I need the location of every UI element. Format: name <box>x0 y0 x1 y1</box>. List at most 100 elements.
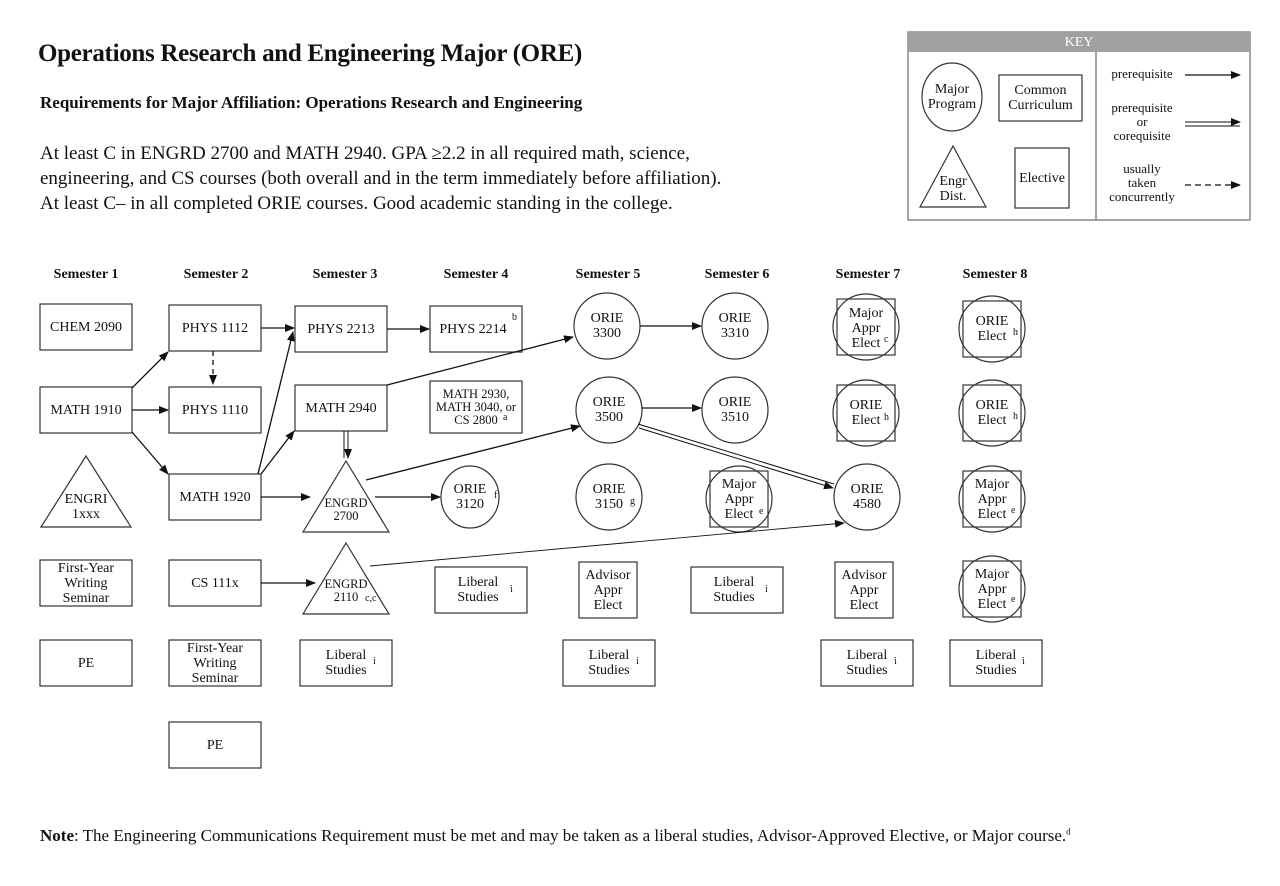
course-box-pe1 <box>39 639 133 687</box>
course-circle-orie7 <box>832 379 900 447</box>
course-engrd2700: ENGRD 2700 <box>324 496 368 523</box>
major8b-footnote: e <box>1011 594 1016 605</box>
course-box-fyws1 <box>39 559 133 607</box>
course-advisor5: Advisor Appr Elect <box>585 567 631 613</box>
course-liberal7: Liberal Studies <box>846 648 888 678</box>
semester-5-header: Semester 5 <box>575 267 641 282</box>
key-engr-dist-label: Engr Dist. <box>939 174 967 204</box>
key-corequisite-label: prerequisite or corequisite <box>1111 100 1173 143</box>
course-liberal3: Liberal Studies <box>325 648 367 678</box>
semester-8-header: Semester 8 <box>962 267 1028 282</box>
course-triangle-engrd2700 <box>301 459 391 533</box>
course-box-orie8b <box>962 384 1022 442</box>
key-major-program-label: Major Program <box>927 82 977 112</box>
course-engri1xxx: ENGRI 1xxx <box>64 492 108 522</box>
orie3120-footnote: f <box>494 490 498 501</box>
course-box-orie8a <box>962 300 1022 358</box>
course-circle-major7 <box>832 293 900 361</box>
course-major8a: Major Appr Elect <box>974 476 1010 522</box>
course-box-phys1110 <box>168 386 262 434</box>
course-circle-orie4580 <box>833 463 901 531</box>
course-math1910: MATH 1910 <box>50 402 122 418</box>
math2930-footnote: a <box>503 412 508 423</box>
orie8b-footnote: h <box>1013 411 1018 422</box>
semester-3-header: Semester 3 <box>312 267 378 282</box>
course-orie7: ORIE Elect <box>849 398 883 428</box>
course-circle-orie3150 <box>575 463 643 531</box>
key-engr-dist-triangle <box>918 144 988 208</box>
course-circle-major6 <box>705 465 773 533</box>
course-major6: Major Appr Elect <box>721 476 757 522</box>
course-box-liberal5 <box>562 639 656 687</box>
course-box-major7 <box>836 298 896 356</box>
course-triangle-engri1xxx <box>39 454 133 528</box>
course-box-liberal4 <box>434 566 528 614</box>
course-circle-orie3510 <box>701 376 769 444</box>
course-box-liberal3 <box>299 639 393 687</box>
course-box-orie7 <box>836 384 896 442</box>
course-pe1: PE <box>77 655 95 671</box>
affiliation-requirements: At least C in ENGRD 2700 and MATH 2940. … <box>40 141 800 216</box>
course-orie4580: ORIE 4580 <box>850 482 884 512</box>
key-title: KEY <box>1064 35 1094 50</box>
engrd2110-footnote: c,c <box>365 593 377 604</box>
key-elective-label: Elective <box>1019 170 1065 186</box>
course-orie3150: ORIE 3150 <box>592 482 626 512</box>
course-cs111x: CS 111x <box>191 575 239 591</box>
major6-footnote: e <box>759 506 764 517</box>
course-pe2: PE <box>206 737 224 753</box>
key-common-curriculum-label: Common Curriculum <box>1008 83 1073 113</box>
liberal8-footnote: i <box>1022 656 1025 667</box>
arrow-orie3500-orie4580-b <box>638 427 834 490</box>
major8a-footnote: e <box>1011 505 1016 516</box>
semester-7-header: Semester 7 <box>835 267 901 282</box>
course-box-chem2090 <box>39 303 133 351</box>
course-circle-orie8a <box>958 295 1026 363</box>
course-liberal5: Liberal Studies <box>588 648 630 678</box>
course-liberal8: Liberal Studies <box>975 648 1017 678</box>
course-box-liberal7 <box>820 639 914 687</box>
note-footnote: d <box>1066 826 1071 837</box>
semester-6-header: Semester 6 <box>704 267 770 282</box>
course-box-advisor7 <box>834 561 894 619</box>
key-prerequisite-label: prerequisite <box>1111 66 1173 81</box>
key-major-program-circle <box>921 62 983 132</box>
course-circle-orie3500 <box>575 376 643 444</box>
requirement-line-1: At least C in ENGRD 2700 and MATH 2940. … <box>40 143 690 164</box>
course-box-liberal8 <box>949 639 1043 687</box>
phys2214-footnote: b <box>512 312 517 323</box>
course-circle-orie8b <box>958 379 1026 447</box>
arrow-math2940-orie3300 <box>386 335 574 386</box>
arrow-engrd2110-orie4580 <box>369 519 845 567</box>
liberal3-footnote: i <box>373 656 376 667</box>
course-orie3510: ORIE 3510 <box>718 395 752 425</box>
course-circle-orie3120 <box>440 465 500 529</box>
arrow-orie3500-orie4580-a <box>637 423 835 485</box>
course-orie3300: ORIE 3300 <box>590 311 624 341</box>
course-box-advisor5 <box>578 561 638 619</box>
course-phys2213: PHYS 2213 <box>307 321 375 337</box>
orie3150-footnote: g <box>630 496 635 507</box>
course-box-major8b <box>962 560 1022 618</box>
course-orie3310: ORIE 3310 <box>718 311 752 341</box>
liberal4-footnote: i <box>510 584 513 595</box>
arrow-math1920-math2940 <box>260 430 295 475</box>
arrow-math1910-math1920 <box>131 431 169 475</box>
course-engrd2110: ENGRD 2110 <box>324 577 368 604</box>
course-box-math2930 <box>429 380 523 434</box>
orie7-footnote: h <box>884 412 889 423</box>
course-orie8a: ORIE Elect <box>975 314 1009 344</box>
course-advisor7: Advisor Appr Elect <box>841 567 887 613</box>
course-box-liberal6 <box>690 566 784 614</box>
course-major7: Major Appr Elect <box>848 305 884 351</box>
course-liberal6: Liberal Studies <box>713 575 755 605</box>
key-common-curriculum-box <box>998 74 1083 122</box>
requirement-line-3: At least C– in all completed ORIE course… <box>40 193 673 214</box>
course-box-major8a <box>962 470 1022 528</box>
course-box-math2940 <box>294 384 388 432</box>
course-fyws2: First-Year Writing Seminar <box>186 640 244 686</box>
footnote-note: Note: The Engineering Communications Req… <box>40 826 1071 846</box>
